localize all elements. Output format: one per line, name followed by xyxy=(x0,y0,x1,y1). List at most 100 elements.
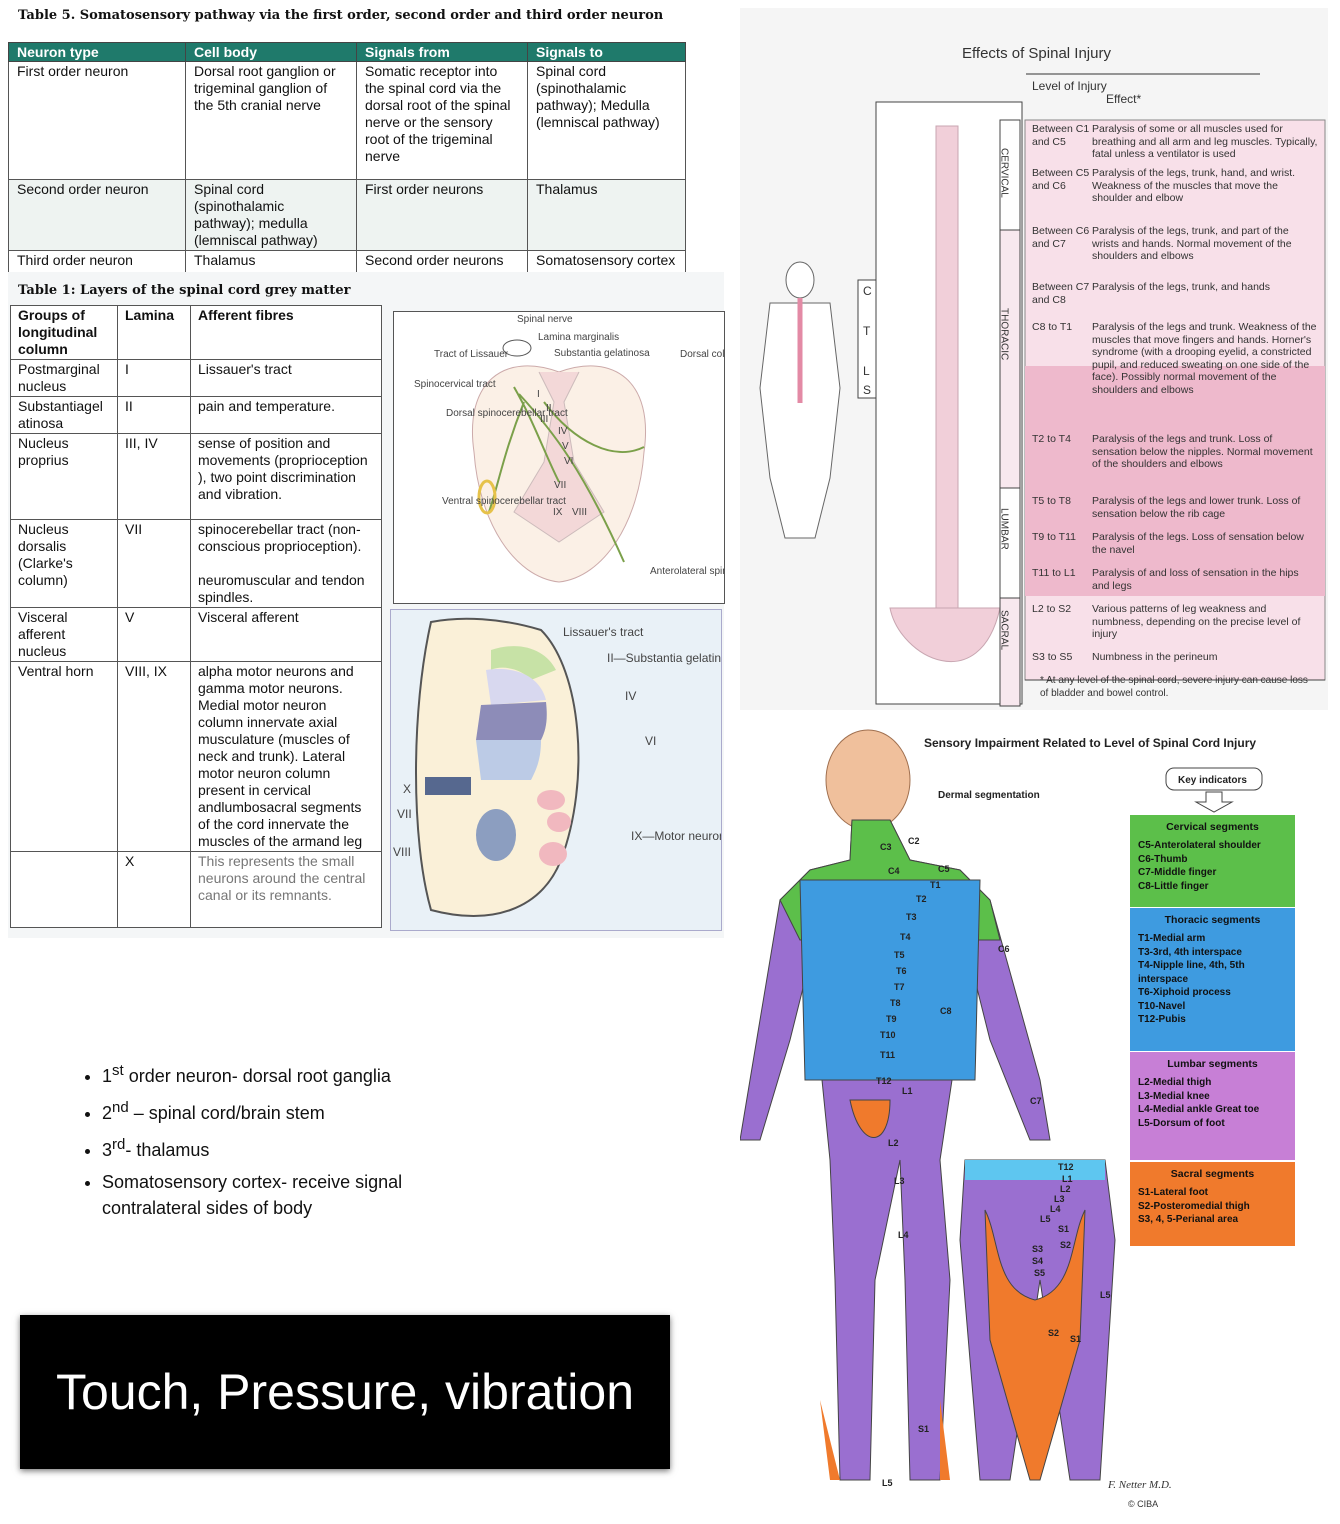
segment-label: C4 xyxy=(888,866,900,876)
segment-label: T7 xyxy=(894,982,905,992)
segment-label: C7 xyxy=(1030,1096,1042,1106)
segment-label: S1 xyxy=(1070,1334,1082,1344)
segment-label: T12 xyxy=(876,1076,892,1086)
segment-label: S5 xyxy=(1034,1268,1046,1278)
segment-label: L3 xyxy=(894,1176,905,1186)
region-letter: S xyxy=(863,383,871,397)
bullet-list: 1st order neuron- dorsal root ganglia 2n… xyxy=(62,1058,482,1227)
key-cervical: Cervical segments C5-Anterolateral shoul… xyxy=(1130,815,1295,907)
segment-label: L1 xyxy=(902,1086,913,1096)
table-cell: VIII, IX xyxy=(117,661,191,852)
region-letter: T xyxy=(863,324,871,338)
key-thoracic: Thoracic segments T1-Medial arm T3-3rd, … xyxy=(1130,908,1295,1051)
figure-label: Spinal nerve xyxy=(517,314,573,325)
segment-label: C8 xyxy=(940,1006,952,1016)
table-cell: Postmarginal nucleus xyxy=(10,359,118,397)
region-label: CERVICAL xyxy=(999,148,1010,198)
segment-label: T2 xyxy=(916,894,927,904)
spinal-injury-figure: Effects of Spinal Injury Level of Injury… xyxy=(759,45,1326,707)
segment-label: T6 xyxy=(896,966,907,976)
table5-header: Signals from xyxy=(356,42,528,62)
table-cell: Thalamus xyxy=(527,179,686,251)
table-cell: spinocerebellar tract (non-conscious pro… xyxy=(190,519,382,608)
segment-label: T9 xyxy=(886,1014,897,1024)
table-cell: alpha motor neurons and gamma motor neur… xyxy=(190,661,382,852)
table1-header: Afferent fibres xyxy=(190,305,382,360)
table-cell: Spinal cord (spinothalamic pathway); Med… xyxy=(527,61,686,180)
key-indicators-label: Key indicators xyxy=(1178,775,1247,786)
figure-label: IV xyxy=(625,689,636,703)
key-lumbar: Lumbar segments L2-Medial thigh L3-Media… xyxy=(1130,1052,1295,1160)
segment-label: L5 xyxy=(1040,1214,1051,1224)
figure-label: Substantia gelatinosa xyxy=(554,348,650,359)
netter-signature: F. Netter M.D. xyxy=(1107,1479,1172,1491)
region-letter: L xyxy=(863,364,870,378)
table-row: Ventral horn VIII, IX alpha motor neuron… xyxy=(10,661,382,852)
table-cell: First order neuron xyxy=(8,61,186,180)
figure-label: Spinocervical tract xyxy=(414,379,496,390)
segment-label: L2 xyxy=(888,1138,899,1148)
table-cell: III, IV xyxy=(117,433,191,520)
segment-label: S1 xyxy=(918,1424,930,1434)
list-item: Somatosensory cortex- receive signal con… xyxy=(102,1169,482,1221)
table5-header: Neuron type xyxy=(8,42,186,62)
list-item: 3rd- thalamus xyxy=(102,1132,482,1163)
table-cell: V xyxy=(117,607,191,662)
lamina-label: VIII xyxy=(572,507,587,518)
segment-label: L4 xyxy=(1050,1204,1061,1214)
effect-header: Effect* xyxy=(1106,92,1141,106)
dermatome-title: Sensory Impairment Related to Level of S… xyxy=(924,736,1256,750)
lamina-label: VI xyxy=(564,456,573,467)
segment-label: L4 xyxy=(898,1230,909,1240)
figure-label: VII xyxy=(397,807,412,821)
dermal-label: Dermal segmentation xyxy=(938,790,1040,801)
list-item: 1st order neuron- dorsal root ganglia xyxy=(102,1058,482,1089)
spinal-cord-tracts-figure: Spinal nerve Lamina marginalis Substanti… xyxy=(393,311,725,604)
lamina-label: IX xyxy=(553,507,563,518)
figure-label: Tract of Lissauer xyxy=(434,349,509,360)
segment-label: S4 xyxy=(1032,1256,1044,1266)
table-row: Nucleus proprius III, IV sense of positi… xyxy=(10,433,382,520)
segment-label: C3 xyxy=(880,842,892,852)
segment-label: L5 xyxy=(882,1478,893,1488)
region-label: LUMBAR xyxy=(999,508,1010,550)
table-cell: Ventral horn xyxy=(10,661,118,852)
segment-label: T12 xyxy=(1058,1162,1074,1172)
table-cell: Lissauer's tract xyxy=(190,359,382,397)
segment-label: S1 xyxy=(1058,1224,1070,1234)
figure-label: Ventral spinocerebellar tract xyxy=(442,496,566,507)
spinal-cord-laminae-figure: Lissauer's tract II—Substantia gelatinos… xyxy=(390,609,722,931)
figure-label: Lamina marginalis xyxy=(538,332,619,343)
segment-label: C5 xyxy=(938,864,950,874)
table1-title: Table 1: Layers of the spinal cord grey … xyxy=(18,283,351,298)
table-cell: This represents the small neurons around… xyxy=(190,851,382,928)
table1-header: Groups of longitudinal column xyxy=(10,305,118,360)
table-cell: VII xyxy=(117,519,191,608)
injury-footnote: * At any level of the spinal cord, sever… xyxy=(1040,675,1308,699)
figure-label: Dorsal column xyxy=(680,349,725,360)
table-row: First order neuron Dorsal root ganglion … xyxy=(8,61,686,180)
segment-label: T3 xyxy=(906,912,917,922)
segment-label: T4 xyxy=(900,932,911,942)
table5-header: Cell body xyxy=(185,42,357,62)
region-label: THORACIC xyxy=(999,308,1010,360)
table-cell: sense of position and movements (proprio… xyxy=(190,433,382,520)
figure-label: Anterolateral spinothalamic pathway xyxy=(650,566,725,577)
segment-label: T1 xyxy=(930,880,941,890)
table5-title: Table 5. Somatosensory pathway via the f… xyxy=(18,8,664,23)
table-cell: Dorsal root ganglion or trigeminal gangl… xyxy=(185,61,357,180)
table-row: Postmarginal nucleus I Lissauer's tract xyxy=(10,359,382,397)
figure-label: Dorsal spinocerebellar tract xyxy=(446,408,568,419)
table5-header-row: Neuron type Cell body Signals from Signa… xyxy=(8,42,686,62)
table1: Groups of longitudinal column Lamina Aff… xyxy=(10,305,382,928)
segment-label: C2 xyxy=(908,836,920,846)
table-cell: X xyxy=(117,851,191,928)
